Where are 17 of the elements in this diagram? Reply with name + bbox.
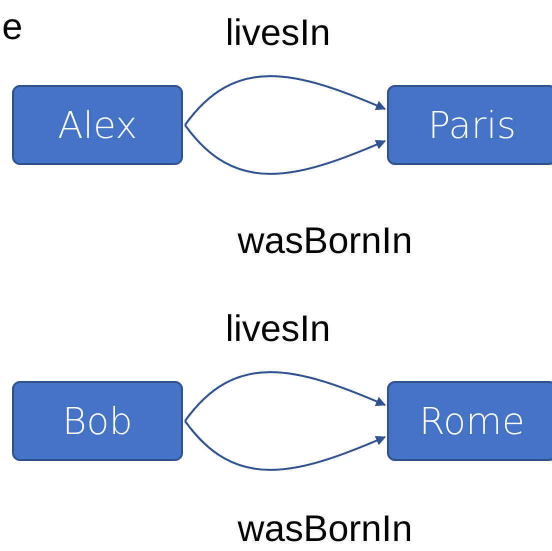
arrow: [184, 124, 386, 175]
entity-name: Alex: [58, 104, 138, 146]
edge-label: wasBornIn: [238, 510, 412, 547]
edge-label: livesIn: [226, 310, 330, 347]
edge-label: livesIn: [226, 14, 330, 51]
entity-name: Paris: [428, 104, 516, 146]
text-fragment: e: [2, 8, 23, 45]
entity-box: [12, 85, 183, 165]
arrow: [184, 75, 386, 126]
entity-name: Rome: [419, 400, 525, 442]
entity-box: [387, 85, 552, 165]
arrow: [184, 371, 386, 422]
entity-box: [387, 381, 552, 461]
arrow: [184, 420, 386, 471]
edge-label: wasBornIn: [238, 222, 412, 259]
entity-box: [12, 381, 183, 461]
entity-name: Bob: [62, 400, 133, 442]
